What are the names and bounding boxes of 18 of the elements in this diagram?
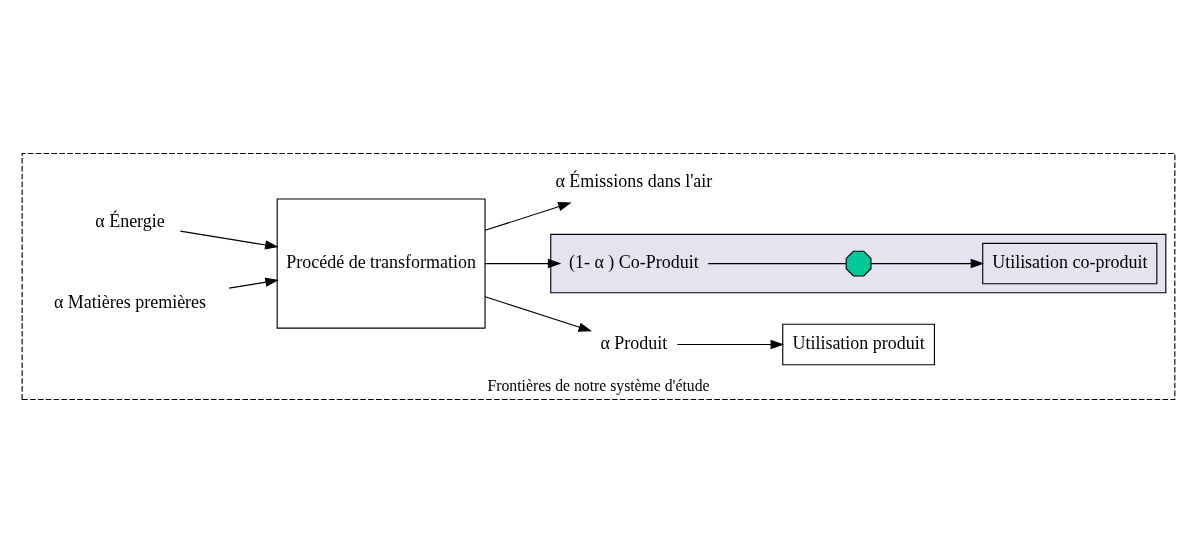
node-text: (1- α ) Co-Produit [569,251,699,272]
node-box: Procédé de transformation [276,198,486,329]
node-text: α Produit [600,332,668,353]
node-text: α Matières premières [53,292,207,313]
arrow [484,296,593,332]
arrow [676,339,785,350]
connector [707,263,847,265]
node-box: Utilisation co-produit [982,242,1158,285]
arrow [870,258,985,269]
arrow [484,258,562,269]
arrow [228,277,279,289]
cluster [550,233,1167,294]
node-text: α Émissions dans l'air [555,170,713,191]
node-text: α Énergie [95,211,165,232]
node-octagon [845,250,872,277]
arrow [484,202,572,231]
node-box: Utilisation produit [782,323,935,366]
arrow [179,230,279,250]
